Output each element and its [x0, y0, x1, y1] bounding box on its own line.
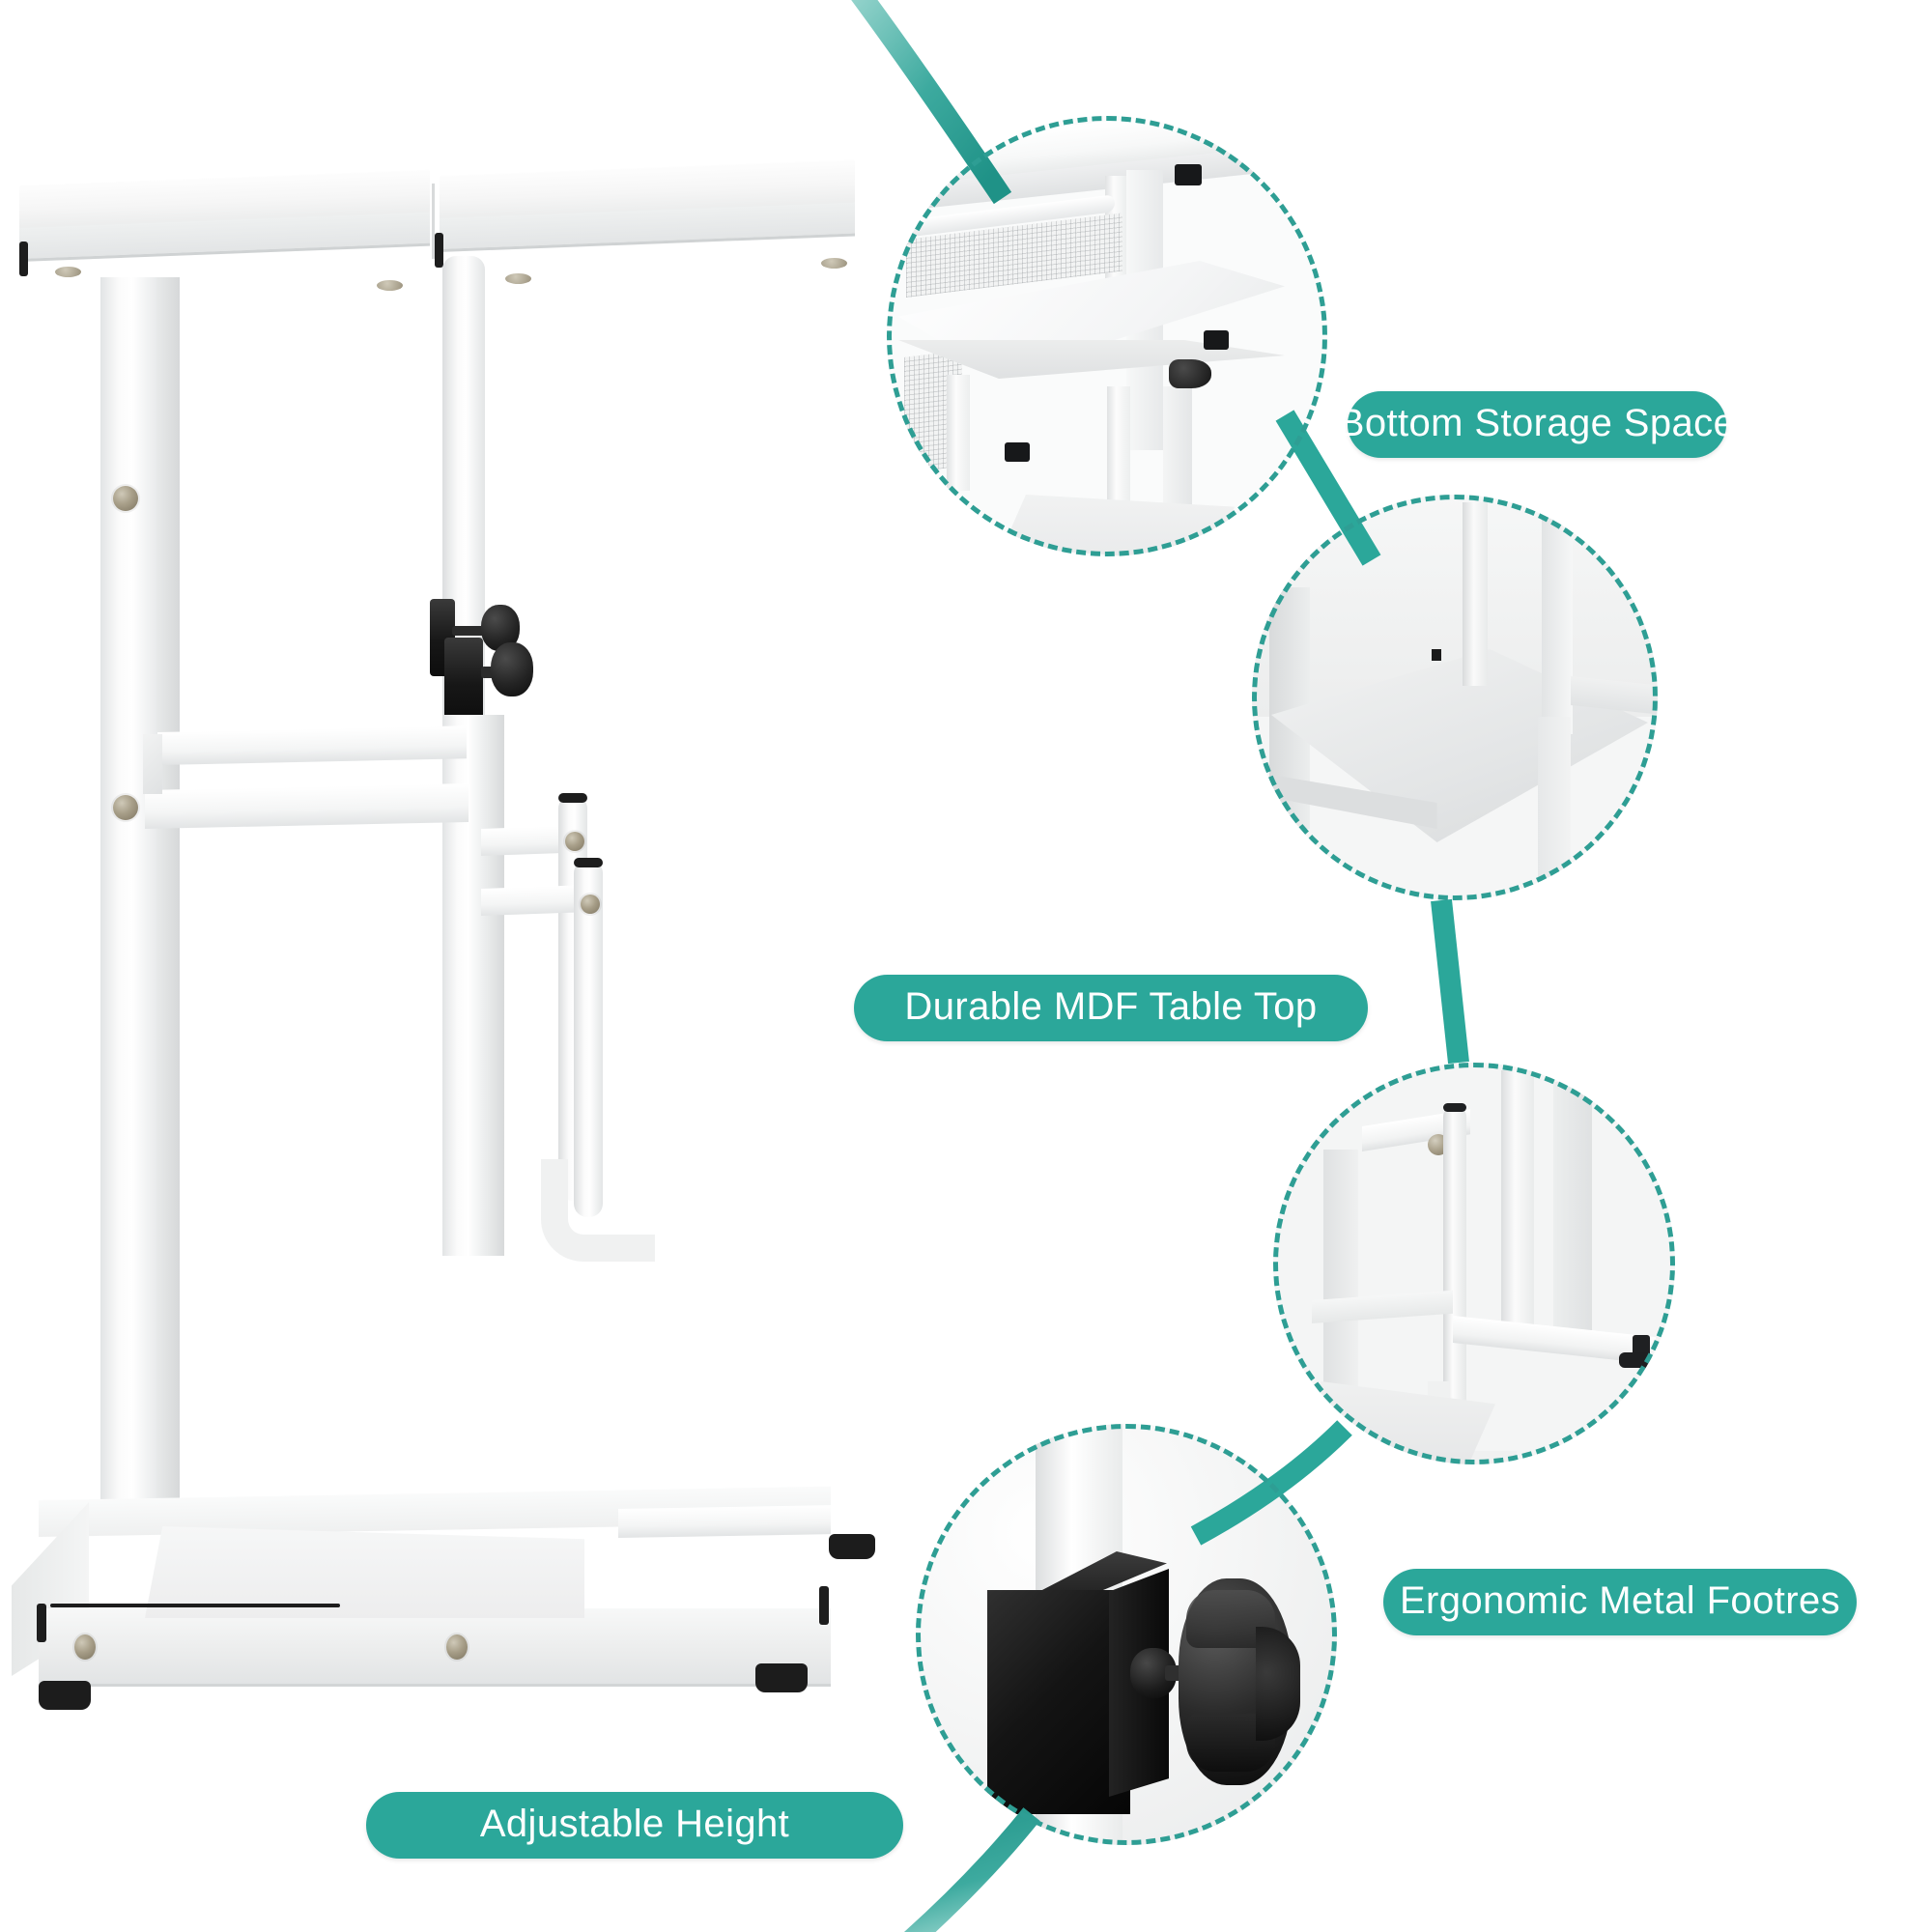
- product-illustration: [0, 0, 927, 1768]
- desktop-glide-4: [821, 258, 847, 269]
- footrest-bottom-bend: [541, 1159, 655, 1262]
- feature-label-durable-mdf-table-top: Durable MDF Table Top: [854, 975, 1368, 1041]
- callout-metal-footrest-ring: [1273, 1063, 1675, 1464]
- base-screw-center: [446, 1634, 468, 1660]
- footrest-tube-rear-cap-icon: [558, 793, 587, 803]
- lower-cross-rail: [145, 782, 469, 829]
- footrest-bolt-upper: [565, 832, 584, 851]
- left-vertical-post-side: [156, 277, 180, 1514]
- upper-knob-stem: [452, 626, 487, 636]
- desktop-left-endcap-icon: [19, 242, 28, 276]
- base-front-face: [39, 1608, 831, 1687]
- desktop-glide-2: [377, 280, 403, 291]
- connector-2-to-3: [1431, 898, 1469, 1065]
- feature-label-text: Durable MDF Table Top: [904, 985, 1318, 1028]
- lower-adjust-knob[interactable]: [491, 642, 533, 696]
- base-trim-line: [50, 1604, 340, 1607]
- feature-label-text: Adjustable Height: [479, 1803, 790, 1845]
- callout-two-tier-desktop-ring: [887, 116, 1327, 556]
- base-endcap-left-icon: [37, 1604, 46, 1642]
- lower-clamp-block: [444, 638, 483, 723]
- footrest-bolt-lower: [581, 895, 600, 914]
- desktop-seam: [432, 183, 435, 259]
- base-footpad-rear-right: [829, 1534, 875, 1559]
- base-inner-shelf: [145, 1526, 584, 1618]
- footrest-tube-front-cap-icon: [574, 858, 603, 867]
- base-rear-beam: [618, 1505, 831, 1538]
- base-endcap-right-icon: [819, 1586, 829, 1625]
- base-footpad-front-left: [39, 1681, 91, 1710]
- callout-bottom-shelf-ring: [1252, 495, 1658, 900]
- base-screw-left: [74, 1634, 96, 1660]
- feature-label-adjustable-height: Adjustable Height: [366, 1792, 903, 1859]
- feature-label-text: Bottom Storage Space: [1338, 402, 1736, 444]
- right-vertical-post-side: [487, 715, 504, 1256]
- feature-label-ergonomic-metal-footres: Ergonomic Metal Footres: [1383, 1569, 1857, 1635]
- post-screw-lower: [113, 795, 138, 820]
- desktop-glide-3: [505, 273, 531, 284]
- footrest-tube-front: [574, 860, 603, 1217]
- post-screw-upper: [113, 486, 138, 511]
- feature-label-text: Ergonomic Metal Footres: [1399, 1579, 1841, 1622]
- base-footpad-front-right: [755, 1663, 808, 1692]
- desktop-right-endcap-icon: [435, 233, 443, 268]
- desktop-glide-1: [55, 267, 81, 277]
- left-vertical-post: [100, 277, 158, 1514]
- callout-adjust-knob-ring: [916, 1424, 1337, 1845]
- feature-label-bottom-storage-space: Bottom Storage Space: [1339, 391, 1735, 458]
- cross-rail-return: [143, 734, 162, 794]
- upper-cross-rail: [157, 725, 467, 765]
